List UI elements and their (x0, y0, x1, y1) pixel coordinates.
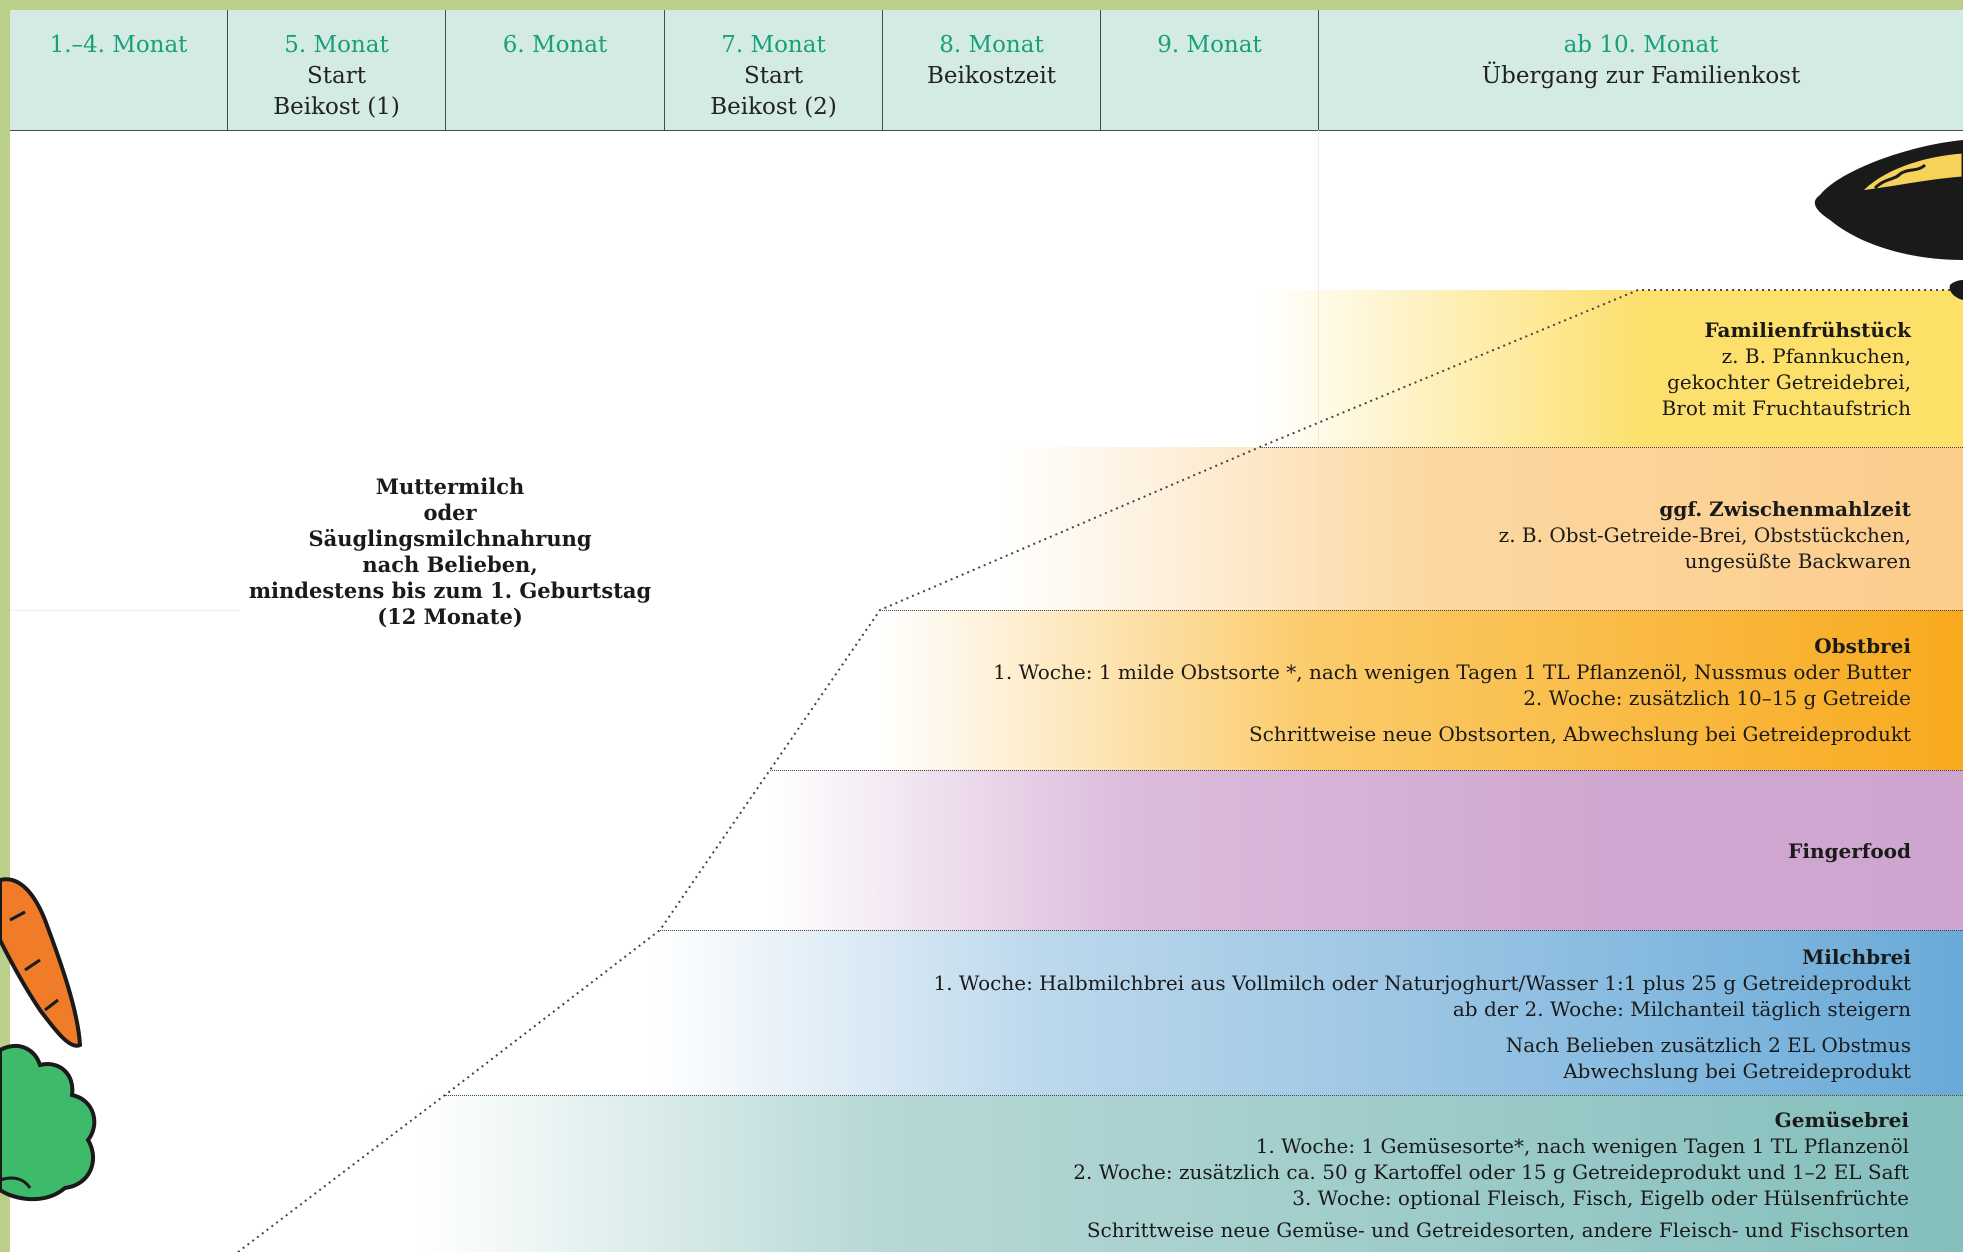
header-cell-7: 7. Monat Start Beikost (2) (665, 10, 883, 130)
band-line: z. B. Pfannkuchen, (1721, 344, 1911, 368)
milk-line: (12 Monate) (377, 604, 523, 629)
band-title: Milchbrei (1802, 945, 1911, 969)
band-separator (1260, 447, 1963, 448)
band-line: 1. Woche: 1 milde Obstsorte *, nach weni… (993, 660, 1911, 684)
band-line: 3. Woche: optional Fleisch, Fisch, Eigel… (1292, 1186, 1909, 1210)
band-familienfruehstueck (1260, 290, 1963, 447)
zwischenmahlzeit-text: ggf. Zwischenmahlzeit z. B. Obst-Getreid… (1499, 496, 1911, 574)
milk-note: Muttermilch oder Säuglingsmilchnahrung n… (240, 474, 660, 630)
band-separator (880, 610, 1963, 611)
band-title: Gemüsebrei (1774, 1108, 1909, 1132)
band-title: Obstbrei (1814, 634, 1911, 658)
month-label: 9. Monat (1157, 32, 1262, 58)
month-sub: Start (744, 63, 803, 89)
broccoli-icon (0, 1044, 97, 1202)
band-line: Abwechslung bei Getreideprodukt (1563, 1059, 1911, 1083)
milchbrei-text: Milchbrei 1. Woche: Halbmilchbrei aus Vo… (933, 944, 1911, 1084)
header-cell-5: 5. Monat Start Beikost (1) (228, 10, 446, 130)
band-line: 2. Woche: zusätzlich ca. 50 g Kartoffel … (1073, 1160, 1909, 1184)
milk-line: nach Belieben, (362, 552, 538, 577)
month-label: 5. Monat (284, 32, 389, 58)
band-line: Nach Belieben zusätzlich 2 EL Obstmus (1505, 1033, 1911, 1057)
band-line: ab der 2. Woche: Milchanteil täglich ste… (1452, 997, 1911, 1021)
band-line: 1. Woche: 1 Gemüsesorte*, nach wenigen T… (1255, 1134, 1909, 1158)
header-cell-1-4: 1.–4. Monat (10, 10, 228, 130)
month-label: 8. Monat (939, 32, 1044, 58)
fingerfood-text: Fingerfood (1788, 838, 1911, 864)
month-sub: Beikostzeit (926, 63, 1057, 89)
familienfruehstueck-text: Familienfrühstück z. B. Pfannkuchen, gek… (1662, 317, 1911, 421)
carrot-icon (0, 877, 83, 1048)
header-cell-10: ab 10. Monat Übergang zur Familienkost (1319, 10, 1963, 130)
month-label: 7. Monat (721, 32, 826, 58)
band-separator (770, 770, 1963, 771)
month-sub: Beikost (1) (273, 94, 400, 120)
month-sub: Start (307, 63, 366, 89)
milk-line: Säuglingsmilchnahrung (308, 526, 592, 551)
band-obstbrei (880, 610, 1963, 770)
obstbrei-text: Obstbrei 1. Woche: 1 milde Obstsorte *, … (993, 633, 1911, 747)
gemuesebrei-text: Gemüsebrei 1. Woche: 1 Gemüsesorte*, nac… (1073, 1107, 1909, 1243)
band-line: 1. Woche: Halbmilchbrei aus Vollmilch od… (933, 971, 1911, 995)
header-cell-6: 6. Monat (446, 10, 665, 130)
band-gemuesebrei (420, 1095, 1963, 1252)
milk-line: Muttermilch (375, 474, 525, 499)
header-cell-9: 9. Monat (1101, 10, 1319, 130)
month-header: 1.–4. Monat 5. Monat Start Beikost (1) 6… (10, 10, 1963, 131)
band-zwischenmahlzeit (1000, 447, 1963, 610)
band-title: Familienfrühstück (1704, 318, 1911, 342)
milk-line: oder (423, 500, 477, 525)
header-cell-8: 8. Monat Beikostzeit (883, 10, 1101, 130)
band-line: z. B. Obst-Getreide-Brei, Obststückchen, (1498, 523, 1911, 547)
band-line: ungesüßte Backwaren (1684, 549, 1911, 573)
band-line: Schrittweise neue Obstsorten, Abwechslun… (1248, 722, 1911, 746)
month-label: 6. Monat (502, 32, 608, 58)
band-title: Fingerfood (1788, 839, 1911, 863)
grid-line (10, 610, 240, 611)
bowl-icon (1814, 140, 1963, 300)
band-title: ggf. Zwischenmahlzeit (1659, 497, 1911, 521)
month-label: ab 10. Monat (1563, 32, 1719, 58)
milk-line: mindestens bis zum 1. Geburtstag (248, 578, 652, 603)
month-sub: Beikost (2) (710, 94, 837, 120)
band-line: 2. Woche: zusätzlich 10–15 g Getreide (1523, 686, 1911, 710)
band-fingerfood (770, 770, 1963, 930)
month-label: 1.–4. Monat (49, 32, 188, 58)
month-sub: Übergang zur Familienkost (1481, 63, 1801, 89)
band-line: Schrittweise neue Gemüse- und Getreideso… (1086, 1218, 1909, 1242)
band-milchbrei (650, 930, 1963, 1095)
band-separator (660, 930, 1963, 931)
band-line: Brot mit Fruchtaufstrich (1661, 396, 1911, 420)
band-separator (445, 1095, 1963, 1096)
band-line: gekochter Getreidebrei, (1667, 370, 1911, 394)
